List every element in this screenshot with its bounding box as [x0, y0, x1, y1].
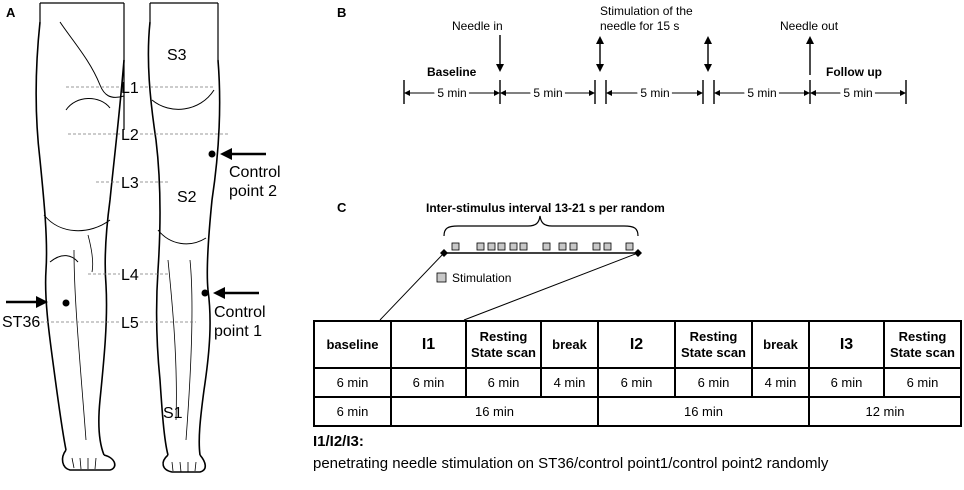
legend-label: Stimulation — [452, 271, 511, 285]
stimulation-label-line1: Stimulation of the — [600, 4, 693, 18]
total-cell-block-2: 16 min — [597, 396, 810, 427]
needle-out-label: Needle out — [780, 19, 839, 33]
st36-label: ST36 — [2, 314, 40, 331]
control-point-2-label-line1: Control — [229, 164, 281, 181]
level-label-l3: L3 — [121, 175, 139, 192]
dermatome-label-s1: S1 — [163, 405, 183, 422]
total-cell-block-3: 12 min — [808, 396, 962, 427]
level-label-l1: L1 — [121, 80, 139, 97]
panel-label-b: B — [337, 5, 346, 20]
total-cell-baseline: 6 min — [313, 396, 392, 427]
needle-in-label: Needle in — [452, 19, 503, 33]
cell-i3: I3 — [808, 320, 885, 369]
level-label-l5: L5 — [121, 315, 139, 332]
zoom-line-left — [379, 252, 445, 321]
duration-cell: 6 min — [883, 367, 962, 398]
stimulation-label-line2: needle for 15 s — [600, 19, 679, 33]
panel-label-c: C — [337, 200, 347, 215]
duration-cell: 6 min — [674, 367, 753, 398]
control-point-1-label-line2: point 1 — [214, 323, 262, 340]
legend-swatch — [436, 272, 447, 283]
isi-brace — [443, 215, 639, 237]
control-point-2-arrow — [220, 148, 266, 160]
protocol-row-totals: 6 min 16 min 16 min 12 min — [313, 396, 962, 427]
duration-cell: 6 min — [808, 367, 885, 398]
baseline-label: Baseline — [427, 65, 477, 79]
segment-label-2: 5 min — [533, 86, 562, 100]
segment-label-1: 5 min — [437, 86, 466, 100]
duration-cell: 4 min — [540, 367, 599, 398]
caption-heading: I1/I2/I3: — [313, 433, 364, 450]
cell-i2: I2 — [597, 320, 676, 369]
control-point-2-label-line2: point 2 — [229, 183, 277, 200]
zoom-line-right — [463, 252, 639, 321]
legs-illustration — [35, 2, 221, 473]
control-point-1-label-line1: Control — [214, 304, 266, 321]
cell-break-2: break — [751, 320, 810, 369]
level-lines — [36, 86, 228, 323]
duration-cell: 6 min — [465, 367, 542, 398]
timeline — [403, 35, 907, 104]
total-cell-block-1: 16 min — [390, 396, 599, 427]
duration-cell: 6 min — [597, 367, 676, 398]
control-point-2-dot — [208, 150, 216, 158]
caption-body: penetrating needle stimulation on ST36/c… — [313, 455, 829, 472]
control-point-1-arrow — [213, 287, 259, 299]
cell-break-1: break — [540, 320, 599, 369]
segment-label-5: 5 min — [843, 86, 872, 100]
st36-point — [62, 299, 70, 307]
duration-cell: 6 min — [313, 367, 392, 398]
cell-baseline: baseline — [313, 320, 392, 369]
duration-cell: 6 min — [390, 367, 467, 398]
duration-cell: 4 min — [751, 367, 810, 398]
control-point-1-dot — [201, 289, 209, 297]
isi-label: Inter-stimulus interval 13-21 s per rand… — [426, 201, 665, 215]
dermatome-label-s3: S3 — [167, 47, 187, 64]
st36-arrow — [6, 296, 48, 308]
level-label-l4: L4 — [121, 267, 139, 284]
cell-i1: I1 — [390, 320, 467, 369]
segment-label-4: 5 min — [747, 86, 776, 100]
dermatome-label-s2: S2 — [177, 189, 197, 206]
follow-up-label: Follow up — [826, 65, 882, 79]
level-label-l2: L2 — [121, 127, 139, 144]
stimulation-squares — [451, 242, 634, 251]
panel-label-a: A — [6, 5, 16, 20]
segment-label-3: 5 min — [640, 86, 669, 100]
protocol-row-durations: 6 min 6 min 6 min 4 min 6 min 6 min 4 mi… — [313, 367, 962, 398]
